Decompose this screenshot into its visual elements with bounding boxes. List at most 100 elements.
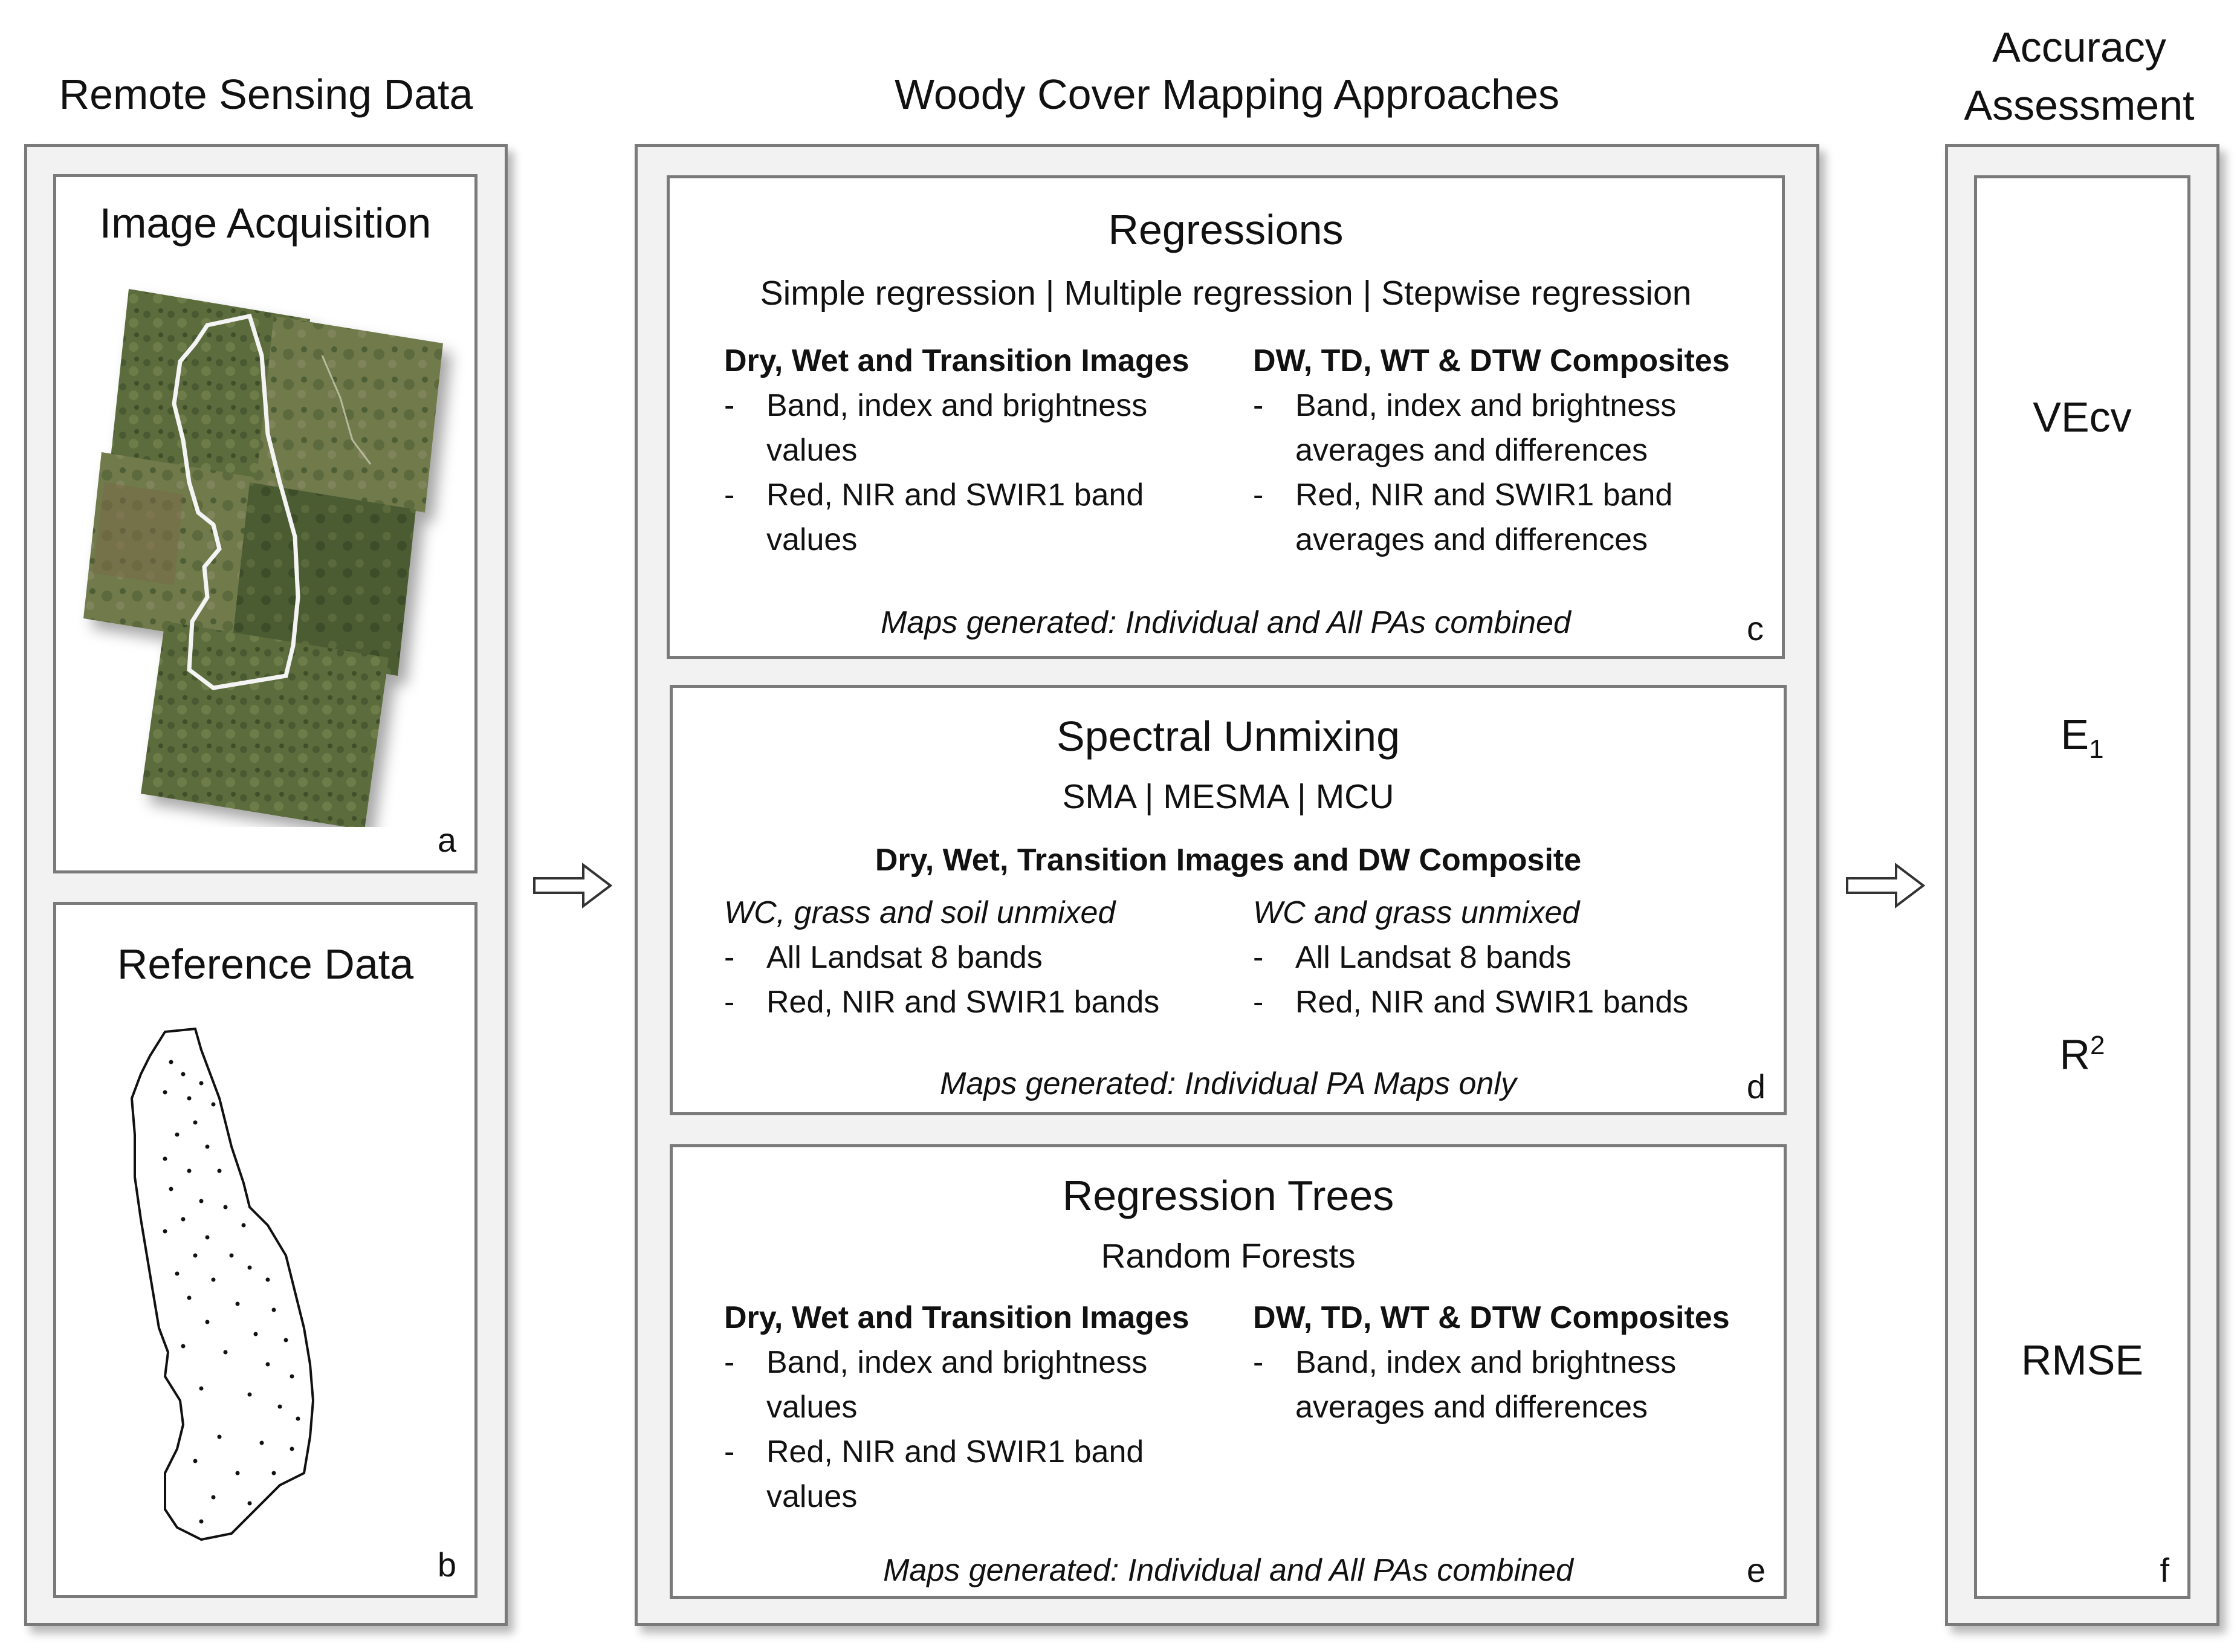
sample-point-26 bbox=[187, 1295, 192, 1300]
sample-point-23 bbox=[211, 1277, 216, 1282]
sample-points bbox=[163, 1060, 300, 1524]
sample-point-16 bbox=[223, 1205, 228, 1210]
regression-trees-right-item-1: - Band, index and brightness averages an… bbox=[1253, 1340, 1773, 1430]
spectral-unmixing-input-heading: Dry, Wet, Transition Images and DW Compo… bbox=[875, 843, 1582, 878]
sample-point-46 bbox=[211, 1495, 216, 1500]
regressions-right-item-1-line2: averages and differences bbox=[1295, 433, 1648, 468]
reference-data-panel: Reference Data b bbox=[53, 902, 477, 1598]
spectral-unmixing-left-item-1: - All Landsat 8 bands bbox=[724, 935, 1244, 980]
sample-point-47 bbox=[247, 1501, 252, 1506]
regressions-right-item-1: - Band, index and brightness averages an… bbox=[1253, 383, 1773, 473]
tile-2 bbox=[256, 316, 443, 513]
spectral-unmixing-right-item-2-text: Red, NIR and SWIR1 bands bbox=[1295, 985, 1689, 1020]
metric-r2: R2 bbox=[1977, 1019, 2187, 1081]
sample-point-19 bbox=[241, 1223, 246, 1228]
sample-point-36 bbox=[199, 1386, 204, 1391]
spectral-unmixing-left-heading: WC, grass and soil unmixed bbox=[724, 895, 1116, 930]
regressions-left-item-2-line1: Red, NIR and SWIR1 band bbox=[766, 478, 1144, 513]
sample-point-8 bbox=[175, 1132, 180, 1137]
regression-trees-right-heading: DW, TD, WT & DTW Composites bbox=[1253, 1300, 1730, 1335]
panel-letter-a: a bbox=[437, 821, 456, 859]
regression-trees-left-item-2-line1: Red, NIR and SWIR1 band bbox=[766, 1434, 1144, 1469]
metric-r2-superscript: 2 bbox=[2090, 1031, 2105, 1060]
spectral-unmixing-right-block: WC and grass unmixed - All Landsat 8 ban… bbox=[1253, 890, 1773, 1025]
image-acquisition-panel: Image Acquisition bbox=[53, 174, 477, 873]
panel-letter-d: d bbox=[1746, 1067, 1766, 1106]
river-line bbox=[321, 355, 372, 465]
image-acquisition-title: Image Acquisition bbox=[99, 199, 432, 247]
sample-point-12 bbox=[217, 1168, 222, 1173]
regression-trees-left-item-2-line2: values bbox=[766, 1479, 858, 1514]
spectral-unmixing-left-item-2-text: Red, NIR and SWIR1 bands bbox=[766, 985, 1160, 1020]
sample-point-20 bbox=[193, 1253, 198, 1258]
metric-r2-base: R bbox=[2059, 1031, 2091, 1078]
sample-point-22 bbox=[175, 1271, 180, 1276]
spectral-unmixing-left-block: WC, grass and soil unmixed - All Landsat… bbox=[724, 890, 1244, 1025]
tile-4 bbox=[231, 482, 416, 676]
sample-point-39 bbox=[296, 1416, 300, 1421]
sample-point-9 bbox=[205, 1144, 210, 1149]
sample-point-10 bbox=[163, 1156, 167, 1161]
arrow-to-accuracy-icon bbox=[1846, 862, 1926, 909]
spectral-unmixing-right-heading: WC and grass unmixed bbox=[1253, 895, 1580, 930]
regression-trees-right-block: DW, TD, WT & DTW Composites - Band, inde… bbox=[1253, 1295, 1773, 1430]
sample-point-27 bbox=[235, 1301, 240, 1306]
sample-point-21 bbox=[229, 1253, 234, 1258]
tile-1 bbox=[111, 289, 310, 488]
sample-point-11 bbox=[187, 1168, 192, 1173]
protected-area-outline bbox=[172, 313, 300, 690]
regressions-left-item-1-line2: values bbox=[766, 433, 858, 468]
metric-vecv: VEcv bbox=[2033, 394, 2132, 441]
sample-point-48 bbox=[199, 1519, 204, 1524]
regressions-right-item-1-line1: Band, index and brightness bbox=[1295, 388, 1677, 423]
regressions-methods: Simple regression | Multiple regression … bbox=[760, 274, 1692, 313]
regressions-left-block: Dry, Wet and Transition Images - Band, i… bbox=[724, 338, 1244, 562]
sample-point-31 bbox=[283, 1338, 288, 1343]
spectral-unmixing-right-item-2: - Red, NIR and SWIR1 bands bbox=[1253, 980, 1773, 1025]
spectral-unmixing-right-item-1-text: All Landsat 8 bands bbox=[1295, 940, 1572, 975]
sample-point-38 bbox=[277, 1404, 282, 1409]
sample-point-4 bbox=[187, 1096, 192, 1101]
regression-trees-left-item-1-line2: values bbox=[766, 1390, 858, 1425]
sample-point-43 bbox=[193, 1459, 198, 1463]
regressions-left-item-2: - Red, NIR and SWIR1 band values bbox=[724, 473, 1244, 562]
reference-area-outline bbox=[130, 1027, 315, 1541]
sample-point-5 bbox=[199, 1081, 204, 1086]
sample-point-33 bbox=[223, 1350, 228, 1355]
metric-rmse: RMSE bbox=[2021, 1336, 2144, 1384]
regression-trees-left-block: Dry, Wet and Transition Images - Band, i… bbox=[724, 1295, 1244, 1519]
sample-point-44 bbox=[235, 1471, 240, 1475]
accuracy-title-line1: Accuracy bbox=[1992, 24, 2166, 71]
regression-trees-left-item-2: - Red, NIR and SWIR1 band values bbox=[724, 1430, 1244, 1519]
panel-letter-e: e bbox=[1746, 1551, 1766, 1589]
sample-point-7 bbox=[193, 1120, 198, 1125]
regressions-maps-generated: Maps generated: Individual and All PAs c… bbox=[881, 605, 1571, 640]
regression-trees-methods: Random Forests bbox=[1101, 1237, 1356, 1275]
satellite-mosaic-image bbox=[83, 289, 443, 827]
sample-point-24 bbox=[247, 1265, 252, 1270]
sample-point-2 bbox=[181, 1072, 186, 1077]
sample-point-34 bbox=[265, 1362, 270, 1367]
regression-trees-right-item-1-line2: averages and differences bbox=[1295, 1390, 1648, 1425]
regression-trees-panel: Regression Trees Random Forests Dry, Wet… bbox=[670, 1144, 1787, 1599]
regression-trees-left-item-1: - Band, index and brightness values bbox=[724, 1340, 1244, 1430]
sample-point-18 bbox=[205, 1235, 210, 1240]
sample-point-28 bbox=[271, 1307, 276, 1312]
panel-letter-b: b bbox=[437, 1546, 456, 1584]
sample-point-6 bbox=[211, 1102, 216, 1107]
regressions-left-item-1-line1: Band, index and brightness bbox=[766, 388, 1148, 423]
regression-trees-title: Regression Trees bbox=[1062, 1172, 1394, 1219]
sample-point-15 bbox=[181, 1217, 186, 1222]
sample-point-32 bbox=[181, 1344, 186, 1349]
woody-cover-title: Woody Cover Mapping Approaches bbox=[895, 71, 1559, 118]
regressions-right-item-2-line1: Red, NIR and SWIR1 band bbox=[1295, 478, 1673, 513]
metric-e1-base: E bbox=[2060, 711, 2089, 758]
accuracy-metrics-panel: VEcv E1 R2 RMSE f bbox=[1974, 175, 2190, 1599]
regression-trees-maps-generated: Maps generated: Individual and All PAs c… bbox=[883, 1553, 1573, 1588]
tile-5 bbox=[141, 621, 389, 827]
accuracy-title-line2: Assessment bbox=[1964, 82, 2195, 129]
regressions-title: Regressions bbox=[1108, 206, 1344, 253]
sample-point-14 bbox=[199, 1199, 204, 1203]
spectral-unmixing-title: Spectral Unmixing bbox=[1057, 713, 1400, 760]
accuracy-title: Accuracy Assessment bbox=[1934, 18, 2224, 134]
